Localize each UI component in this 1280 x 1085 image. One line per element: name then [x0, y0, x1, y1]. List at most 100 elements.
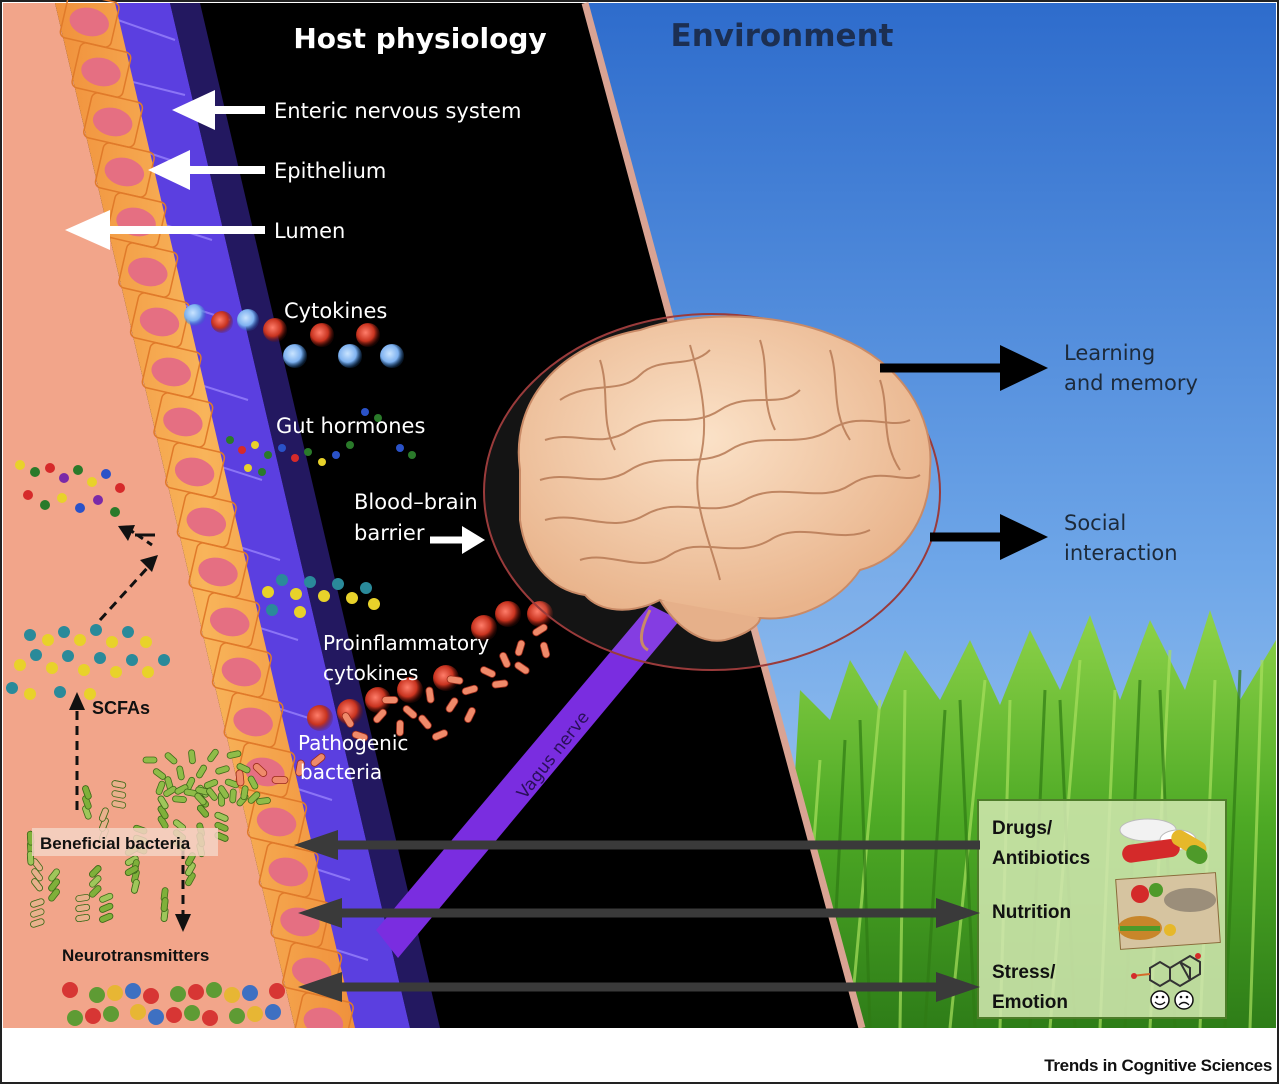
- beneficial-bacterium: [30, 908, 45, 918]
- cell-nucleus: [139, 307, 180, 337]
- beneficial-bacterium: [256, 797, 271, 805]
- beneficial-bacterium: [99, 902, 114, 913]
- pathogenic-bacterium: [446, 675, 464, 685]
- pathogenic-bacterium: [445, 697, 459, 713]
- beneficial-bacterium: [196, 804, 210, 818]
- cell-nucleus: [151, 357, 191, 387]
- neurotransmitter-blob: [166, 1007, 182, 1023]
- beneficial-bacterium: [155, 780, 166, 795]
- beneficial-bacterium: [48, 868, 60, 882]
- emotion-faces-icon: [1150, 990, 1194, 1010]
- beneficial-bacterium: [172, 795, 187, 803]
- social-label-line1: Social: [1064, 511, 1126, 535]
- beneficial-bacterium: [31, 868, 43, 882]
- learning-arrow-head: [1000, 345, 1048, 391]
- neurotransmitter-blob: [67, 1010, 83, 1026]
- pathogenic-bacterium: [514, 639, 526, 657]
- nutrition-label: Nutrition: [992, 902, 1071, 923]
- neurotransmitter-blob: [202, 1010, 218, 1026]
- cytokine-molecules: [184, 304, 404, 368]
- social-arrow-head: [1000, 514, 1048, 560]
- cell-nucleus: [198, 557, 238, 587]
- journal-credit: Trends in Cognitive Sciences: [1044, 1056, 1272, 1075]
- proinflammatory-label-line2: cytokines: [323, 661, 418, 685]
- vagus-nerve: [376, 605, 680, 958]
- enteric-band: [110, 3, 410, 1028]
- neurotransmitter-blob: [184, 1005, 200, 1021]
- dashed-arrow-up-left: [129, 528, 153, 547]
- pathogenic-bacterium: [295, 759, 305, 777]
- neurotransmitter-blob: [143, 988, 159, 1004]
- pills-icon: [1119, 818, 1208, 864]
- brain-stem: [640, 609, 652, 652]
- beneficial-bacterium: [111, 780, 127, 789]
- neurotransmitter-blob: [125, 983, 141, 999]
- neurotransmitter-blob: [107, 985, 123, 1001]
- beneficial-bacterium: [176, 765, 185, 781]
- beneficial-bacterium: [48, 888, 60, 902]
- brain-cortex: [517, 315, 932, 621]
- beneficial-bacterium: [31, 878, 43, 892]
- neurotransmitter-blob: [269, 983, 285, 999]
- scfas-label: SCFAs: [92, 698, 150, 718]
- cell-nucleus: [128, 257, 168, 287]
- beneficial-bacterium: [82, 785, 92, 800]
- beneficial-bacterium: [157, 805, 169, 820]
- brain-gyri: [539, 339, 921, 581]
- neurotransmitter-blob: [265, 1004, 281, 1020]
- cell-nucleus: [186, 507, 227, 537]
- beneficial-bacterium: [99, 912, 114, 923]
- neurotransmitter-blob: [188, 984, 204, 1000]
- cell-nucleus: [221, 657, 262, 687]
- pathogenic-label-line2: bacteria: [300, 760, 382, 784]
- neurotransmitter-blob: [62, 982, 78, 998]
- pathogenic-bacterium: [532, 623, 548, 637]
- beneficial-bacterium: [163, 785, 177, 797]
- environment-to-gut-arrows: [294, 830, 980, 1002]
- beneficial-bacteria-label: Beneficial bacteria: [40, 834, 191, 853]
- pathogenic-label-line1: Pathogenic: [298, 731, 408, 755]
- pathogenic-bacterium: [252, 763, 268, 777]
- beneficial-bacterium: [131, 879, 140, 894]
- gut-hormones-label: Gut hormones: [276, 414, 425, 438]
- stress-arrow-left-head: [298, 972, 342, 1002]
- cell-nucleus: [174, 457, 215, 487]
- enteric-label: Enteric nervous system: [274, 99, 521, 123]
- beneficial-bacterium: [75, 903, 91, 913]
- beneficial-bacterium: [247, 775, 259, 790]
- pathogenic-bacterium: [396, 719, 404, 737]
- stress-label-line2: Emotion: [992, 992, 1068, 1013]
- beneficial-bacterium: [89, 865, 102, 878]
- drugs-label-line1: Drugs/: [992, 818, 1053, 839]
- cell-nucleus: [104, 157, 145, 187]
- cytokines-label: Cytokines: [284, 299, 387, 323]
- beneficial-bacterium: [82, 805, 92, 820]
- neurotransmitter-blob: [85, 1008, 101, 1024]
- enteric-arrow-head: [172, 90, 215, 130]
- bbb-label-line2: barrier: [354, 521, 425, 545]
- bbb-arrow: [430, 526, 485, 554]
- environment-header: Environment: [671, 18, 894, 54]
- beneficial-bacterium: [75, 893, 91, 903]
- cell-nucleus: [69, 7, 109, 37]
- cell-membrane: [293, 992, 354, 1030]
- beneficial-bacterium: [111, 790, 127, 799]
- pathogenic-bacterium: [418, 714, 432, 730]
- layer-arrows: [65, 90, 265, 250]
- pathogenic-bacterium: [539, 641, 551, 659]
- beneficial-bacterium: [30, 898, 45, 908]
- neurotransmitter-blob: [170, 986, 186, 1002]
- social-label-line2: interaction: [1064, 541, 1178, 565]
- beneficial-bacterium: [207, 748, 219, 763]
- beneficial-bacterium: [203, 779, 219, 789]
- pathogenic-bacterium: [341, 712, 355, 728]
- beneficial-bacterium: [124, 865, 139, 876]
- beneficial-bacterium: [240, 785, 249, 801]
- host-physiology-header: Host physiology: [293, 22, 546, 55]
- beneficial-bacterium: [111, 800, 127, 809]
- neurotransmitter-blob: [206, 982, 222, 998]
- pathogenic-bacterium: [464, 707, 476, 723]
- beneficial-bacterium: [206, 787, 218, 801]
- epithelium-arrow-head: [148, 150, 190, 190]
- bbb-label-line1: Blood–brain: [354, 490, 478, 514]
